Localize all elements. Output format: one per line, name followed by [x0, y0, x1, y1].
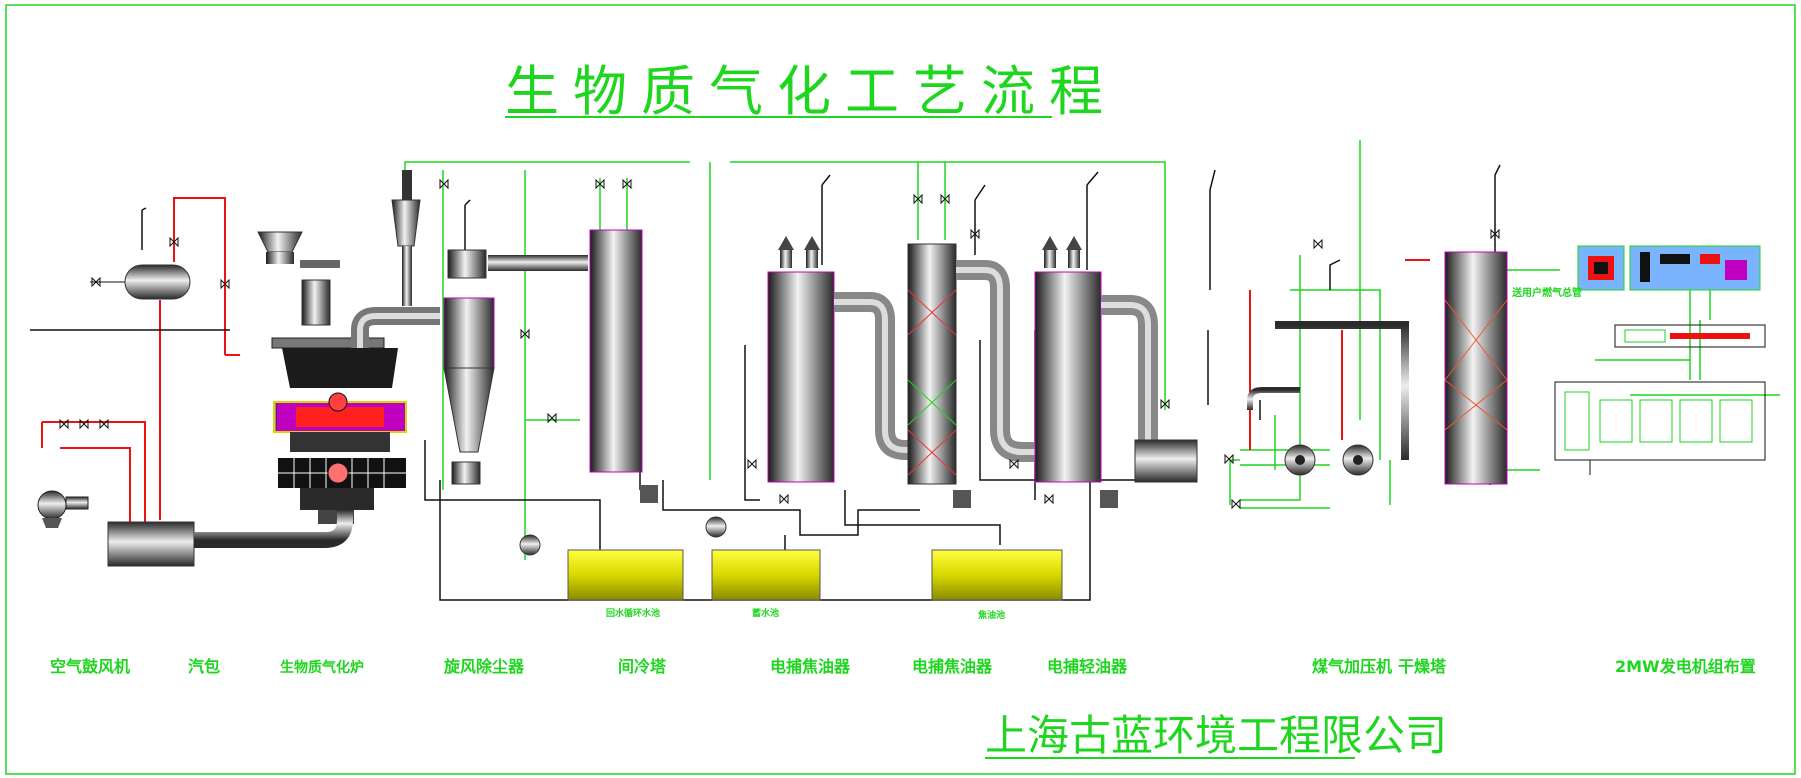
- label-tar-pool: 焦油池: [977, 609, 1005, 621]
- label-cooling-tower: 间冷塔: [618, 657, 667, 676]
- gas-compressor-2: [1342, 444, 1374, 476]
- steam-drum: [90, 264, 191, 300]
- air-distributor: [107, 521, 195, 567]
- electrostatic-precipitator-1: [767, 236, 908, 483]
- green-piping: [404, 140, 1780, 560]
- circulating-water-pool: [567, 549, 684, 601]
- biomass-gasifier: [257, 231, 407, 524]
- equipment-labels: 空气鼓风机 汽包 生物质气化炉 旋风除尘器 间冷塔 电捕焦油器 电捕焦油器 电捕…: [50, 657, 1756, 676]
- drying-tower: [1444, 251, 1508, 485]
- label-drying-tower: 干燥塔: [1398, 657, 1447, 676]
- tank-labels: 回水循环水池 蓄水池 焦油池: [606, 607, 1005, 621]
- label-steam-drum: 汽包: [188, 657, 220, 676]
- gas-compressor-1: [1284, 444, 1316, 476]
- label-gas-compressor: 煤气加压机: [1312, 657, 1392, 676]
- ash-hopper: [391, 170, 421, 306]
- storage-pump: [705, 516, 727, 538]
- label-storage-pool: 蓄水池: [752, 607, 779, 619]
- valves: [59, 178, 1500, 510]
- company-name: 上海古蓝环境工程限公司: [985, 711, 1447, 760]
- gas-header: [1180, 286, 1440, 510]
- drawing-frame: [5, 4, 1796, 775]
- electrostatic-precipitator-2: [907, 243, 1035, 508]
- cyclone-separator: [443, 249, 588, 485]
- circulating-pump: [519, 534, 541, 556]
- label-circulating-pool: 回水循环水池: [606, 607, 660, 619]
- air-duct: [194, 510, 353, 548]
- label-precipitator-1: 电捕焦油器: [770, 657, 851, 676]
- water-seal: [1134, 439, 1198, 483]
- label-gasifier: 生物质气化炉: [280, 659, 364, 676]
- label-cyclone: 旋风除尘器: [443, 657, 525, 676]
- diagram-title: 生物质气化工艺流程: [505, 60, 1117, 123]
- label-light-oil-precipitator: 电捕轻油器: [1047, 657, 1128, 676]
- air-blower: [37, 490, 89, 528]
- light-oil-precipitator: [1034, 236, 1158, 508]
- red-piping: [41, 197, 1430, 522]
- tar-pool: [931, 549, 1063, 601]
- label-generator-set: 2MW发电机组布置: [1615, 657, 1756, 676]
- label-precipitator-2: 电捕焦油器: [912, 657, 993, 676]
- label-air-blower: 空气鼓风机: [50, 657, 130, 676]
- indirect-cooling-tower: [588, 229, 760, 503]
- label-user-gas-main: 送用户燃气总管: [1511, 286, 1582, 299]
- storage-water-pool: [711, 549, 821, 601]
- generator-set-layout: [1554, 245, 1766, 475]
